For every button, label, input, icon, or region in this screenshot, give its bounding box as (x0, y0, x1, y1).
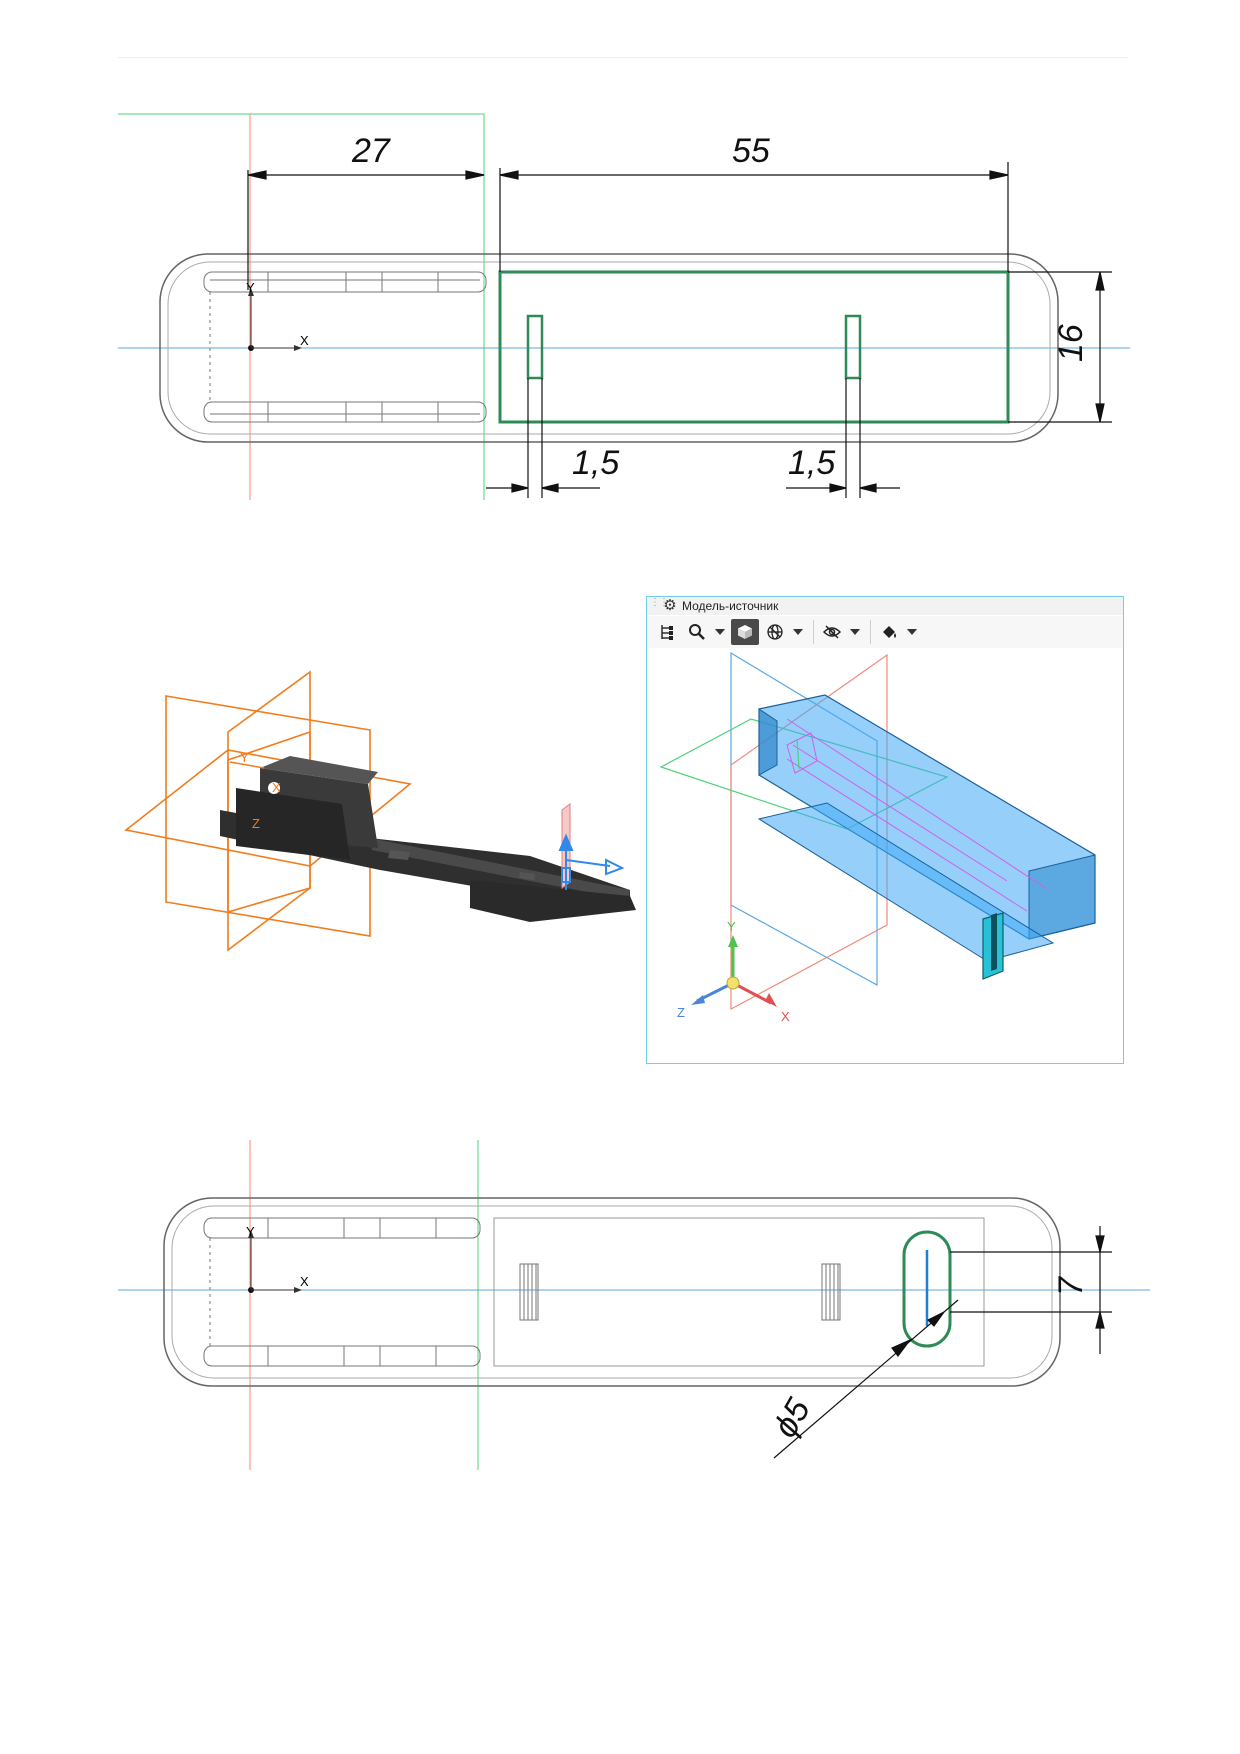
part-outline-outer (159, 253, 1059, 443)
slot-hatch-left (519, 1263, 539, 1321)
dimension-55 (499, 162, 1009, 272)
dimension-16 (1008, 271, 1112, 423)
part-outline-outer-bottom (163, 1197, 1061, 1387)
source-model-scene: Y Z X (659, 651, 1096, 1024)
part-axes: Y X Z (229, 750, 281, 831)
sketch-oblong-hole (902, 1230, 952, 1348)
drag-handle-icon[interactable]: ⋮⋮ (650, 597, 669, 608)
dimension-text-16: 16 (1052, 324, 1090, 362)
axis-label-y: Y (246, 280, 255, 295)
eye-hidden-icon[interactable] (818, 619, 846, 645)
part-outline-inner-bottom (171, 1205, 1053, 1379)
zoom-dropdown-chevron-down-icon[interactable] (713, 619, 727, 645)
axis-label-x-bottom: X (300, 1274, 309, 1289)
dimension-text-1-5-right: 1,5 (788, 444, 835, 482)
dimension-1-5-left (486, 378, 600, 498)
origin-axes: Y X (246, 280, 309, 351)
source-model-viewport[interactable]: Y Z X (647, 649, 1123, 1063)
axis-label-x: X (300, 333, 309, 348)
axis-label-y-bottom: Y (246, 1224, 255, 1239)
dimension-text-7: 7 (1052, 1276, 1090, 1296)
visibility-dropdown-chevron-down-icon[interactable] (848, 619, 862, 645)
dimension-text-27: 27 (351, 132, 391, 170)
dimension-text-1-5-left: 1,5 (572, 444, 619, 482)
gear-icon[interactable]: ⚙ (663, 597, 677, 614)
part-body (220, 756, 636, 922)
sphere-wireframe-icon[interactable] (761, 619, 789, 645)
display-dropdown-chevron-down-icon[interactable] (791, 619, 805, 645)
cube-icon[interactable] (731, 619, 759, 645)
source-body (757, 694, 1096, 980)
toolbar-separator (813, 620, 814, 644)
page-top-rule (118, 57, 1128, 58)
model-axis-label-y: Y (240, 750, 249, 765)
dimension-1-5-right (786, 378, 900, 498)
triad-label-z: Z (677, 1005, 685, 1020)
axis-triad: Y Z X (677, 919, 790, 1024)
panel-toolbar (647, 616, 1123, 648)
dimension-7 (950, 1226, 1112, 1354)
dimension-text-55: 55 (732, 132, 770, 170)
slot-hatch-right (821, 1263, 841, 1321)
source-model-panel[interactable]: ⋮⋮ ⚙ Модель-источник (646, 596, 1124, 1064)
move-manipulator[interactable] (558, 803, 625, 890)
toolbar-separator-2 (870, 620, 871, 644)
panel-header[interactable]: ⋮⋮ ⚙ Модель-источник (647, 597, 1123, 615)
dimension-text-diameter-5: ϕ5 (766, 1392, 818, 1444)
triad-label-y: Y (727, 919, 736, 934)
model-axis-label-z: Z (252, 816, 260, 831)
model-axis-label-x: X (272, 780, 281, 795)
sketch-slot-right (844, 314, 862, 380)
paint-dropdown-chevron-down-icon[interactable] (905, 619, 919, 645)
panel-title: Модель-источник (682, 599, 779, 613)
top-sketch-drawing: Y X 27 55 16 1,5 (118, 113, 1130, 500)
bottom-sketch-drawing: Y X 7 ϕ5 (118, 1140, 1150, 1470)
sketch-rectangle (498, 270, 1010, 424)
part-outline-inner (167, 261, 1051, 435)
magnifier-icon[interactable] (683, 619, 711, 645)
model-3d-view: Y X Z (124, 670, 636, 952)
paint-bucket-icon[interactable] (875, 619, 903, 645)
left-rails (203, 271, 487, 423)
dimension-diameter-5 (773, 1299, 959, 1459)
plate-outline (493, 1217, 985, 1367)
tree-icon[interactable] (653, 619, 681, 645)
dimension-27 (247, 170, 485, 290)
triad-label-x: X (781, 1009, 790, 1024)
sketch-slot-left (526, 314, 544, 380)
left-rails-bottom (203, 1217, 481, 1367)
origin-axes-bottom: Y X (246, 1224, 309, 1293)
